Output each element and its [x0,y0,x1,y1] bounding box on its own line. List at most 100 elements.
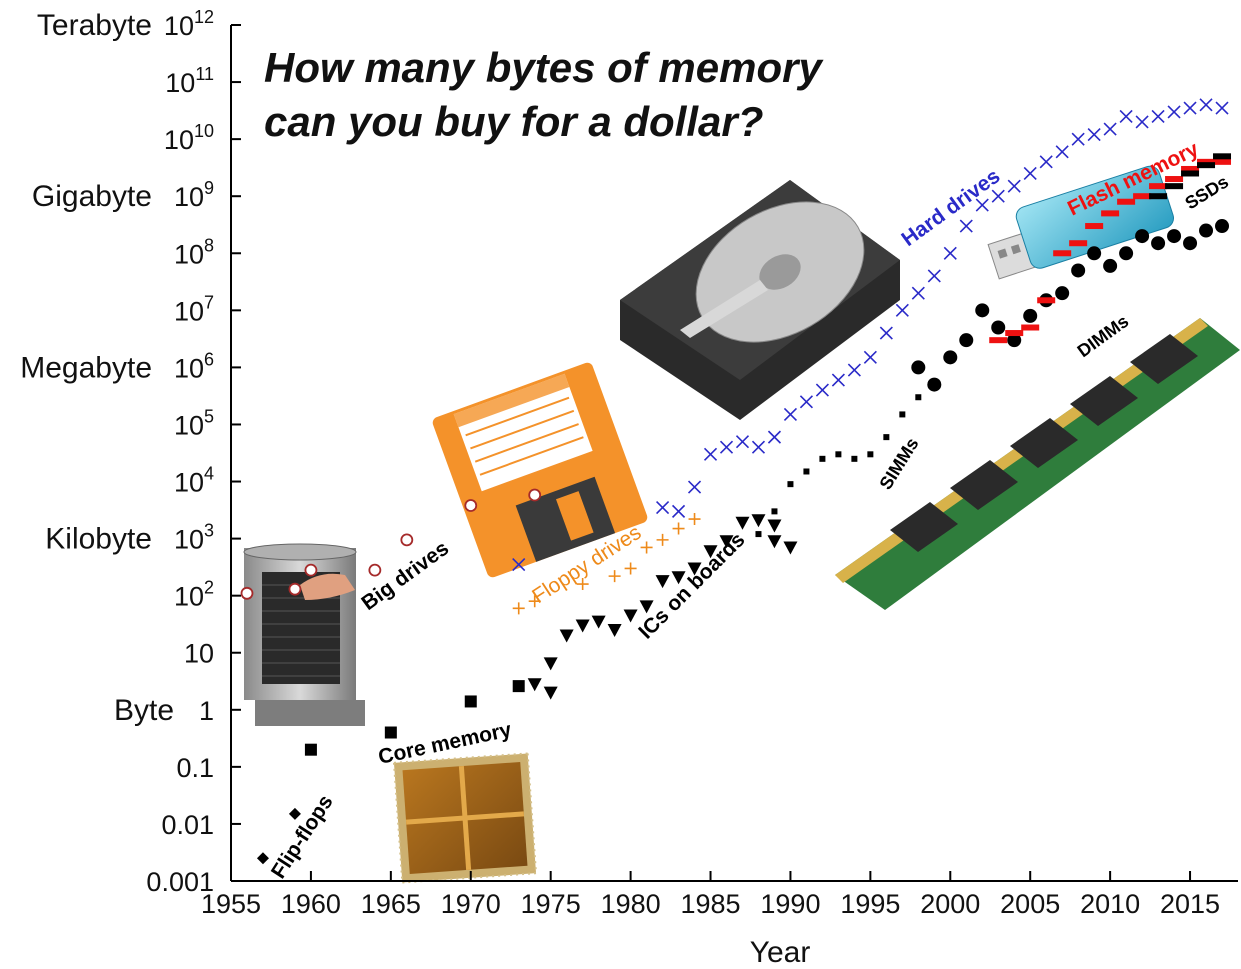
dimms-point [927,377,942,392]
core-memory-chip-icon [392,752,538,884]
ics-on-boards-point [607,624,622,638]
y-tick-label: 1 [199,696,214,726]
simms-point [915,394,922,401]
simms-point [899,411,906,418]
x-tick-label: 1975 [521,889,581,919]
core-memory-point [464,695,477,708]
hard-drives-point [751,440,766,454]
hard-drives-point [927,269,941,283]
ics-on-boards-point [639,600,654,614]
x-tick-label: 1990 [760,889,820,919]
flash-memory-point [1117,198,1136,205]
hard-drives-point [1167,105,1181,119]
drum-memory-icon [243,543,365,726]
dimms-point [959,333,974,348]
hard-drives-point [991,189,1005,203]
hard-drives-point [1007,179,1021,193]
y-tick-label: 105 [174,406,214,440]
hard-drives-point [831,373,845,387]
hard-drives-point [1055,145,1069,159]
y-unit-label: Byte [114,694,174,727]
photo-illustrations [243,165,1240,884]
ics-on-boards-point [671,571,686,585]
hard-drives-point [719,440,734,454]
ics-on-boards-point [559,629,574,643]
hard-drives-point [783,407,798,421]
flip-flops-point [288,807,301,820]
x-tick-label: 1985 [680,889,740,919]
flash-memory-point [1197,158,1216,165]
hard-drives-point [1039,155,1053,169]
y-tick-label: 1010 [164,121,214,155]
axes [230,25,1238,882]
big-drives-point [368,563,382,577]
ics-on-boards-point [703,545,718,559]
flash-memory-point [1085,223,1104,230]
ics-on-boards-point [767,535,782,549]
dimms-point [1183,236,1198,251]
floppy-drives-point [656,533,669,546]
simms-point [883,434,890,441]
hard-drives-point [767,430,782,444]
hard-drives-point [863,350,877,364]
x-tick-label: 1970 [441,889,501,919]
big-drives-point [240,586,254,600]
floppy-drives-point [624,562,637,575]
ics-on-boards-point [655,575,670,589]
hard-drives-point [895,303,909,317]
data-marks [240,98,1232,865]
x-tick-label: 1955 [201,889,261,919]
y-axis-ticks: 0.0010.010.11Byte10102103Kilobyte1041051… [20,7,241,897]
dimms-point [1087,246,1102,261]
y-tick-label: 0.01 [161,810,214,840]
y-tick-label: 10 [184,639,214,669]
dimms-point [1119,246,1134,261]
hard-drives-point [959,219,973,233]
big-drives-point [288,582,302,596]
flash-memory-point [1005,330,1024,337]
hard-drives-point [735,435,750,449]
hard-drives-point [815,383,829,397]
hard-drives-point [1199,98,1213,112]
ics-on-boards-point [751,514,766,528]
chart-title-line1: How many bytes of memory [264,44,824,91]
simms-point [803,468,810,475]
floppy-drives-point [528,595,541,608]
simms-point [787,481,794,488]
dimms-point [991,320,1006,335]
annotation-flip-flops: Flip-flops [267,791,338,883]
y-tick-label: 108 [174,235,214,269]
flip-flops-point [256,852,269,865]
flash-memory-point [1165,176,1184,183]
ics-on-boards-point [575,619,590,633]
ssds-point [1181,170,1200,177]
flash-memory-point [1053,250,1072,257]
x-tick-label: 1965 [361,889,421,919]
simms-point [771,508,778,515]
simms-point [835,451,842,458]
hard-drives-point [687,480,702,494]
annotation-big-drives: Big drives [357,537,453,615]
ssds-point [1149,193,1168,200]
x-tick-label: 2015 [1160,889,1220,919]
y-tick-label: 1011 [165,64,214,98]
dimms-point [1199,223,1214,238]
ics-on-boards-point [767,519,782,533]
big-drives-point [464,499,478,512]
flash-memory-point [989,337,1008,344]
y-tick-label: 106 [174,349,214,383]
big-drives-point [400,533,414,547]
flash-memory-point [1181,165,1200,172]
x-tick-label: 1980 [601,889,661,919]
ics-on-boards-point [719,535,734,549]
dimms-point [1103,258,1118,273]
dimm-module-icon [835,318,1240,610]
y-unit-label: Gigabyte [32,180,152,213]
hard-drives-point [879,326,893,340]
annotation-dimms: DIMMs [1074,311,1133,361]
simms-point [867,451,874,458]
ics-on-boards-point [543,686,558,700]
flash-memory-point [1069,240,1088,247]
annotation-ics-on-boards: ICs on boards [634,528,749,643]
